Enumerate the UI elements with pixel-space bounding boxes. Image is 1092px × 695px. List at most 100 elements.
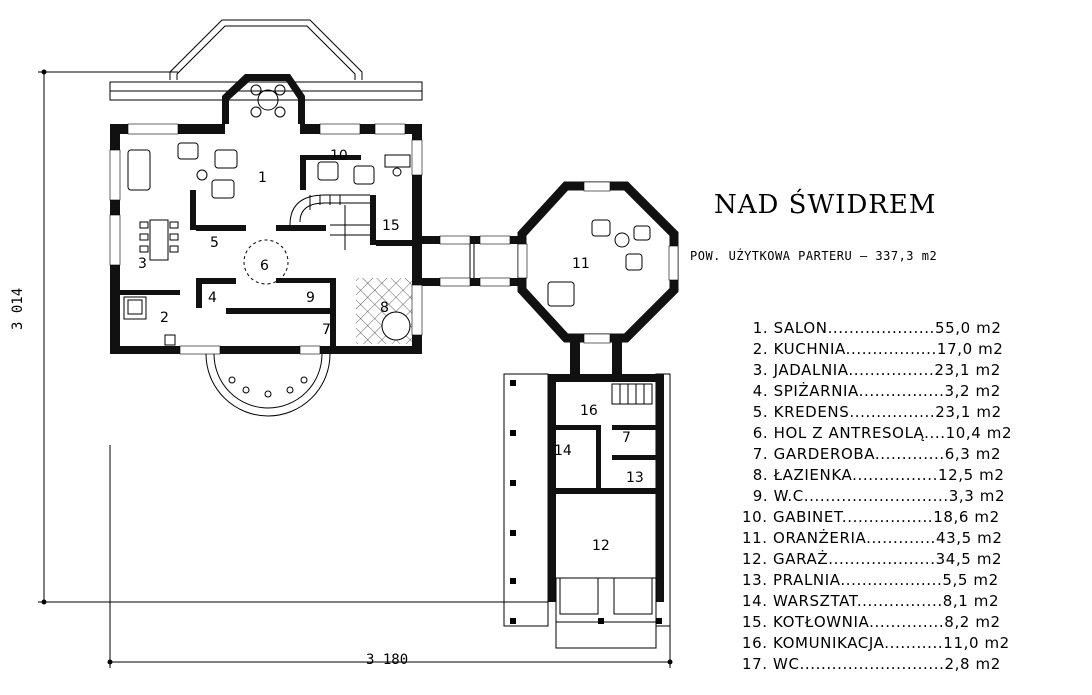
legend-number: 13.	[742, 571, 768, 589]
legend-number: 2.	[752, 340, 769, 358]
legend-number: 3.	[752, 361, 769, 379]
legend-row: 1. SALON....................55,0 m2	[742, 318, 1062, 339]
room-label-11: 11	[572, 256, 590, 272]
legend-room-name: KOTŁOWNIA	[773, 613, 870, 631]
legend-area: 8,1 m2	[942, 592, 1000, 610]
room-label-5: 5	[210, 235, 219, 251]
legend-number: 12.	[742, 550, 768, 568]
vertical-dimension: 3 014	[10, 287, 26, 330]
legend-number: 7.	[752, 445, 769, 463]
legend-row: 9. W.C...........................3,3 m2	[742, 486, 1062, 507]
legend-area: 8,2 m2	[944, 613, 1001, 631]
legend-dots: ................	[852, 466, 938, 484]
legend-area: 3,3 m2	[948, 487, 1006, 505]
legend-area: 43,5 m2	[935, 529, 1003, 547]
legend-dots: ................	[858, 382, 945, 400]
legend-room-name: KUCHNIA	[773, 340, 846, 358]
legend-number: 11.	[742, 529, 768, 547]
legend-dots: ................	[848, 361, 935, 379]
legend-dots: ...........................	[803, 487, 949, 505]
legend-row: 10. GABINET.................18,6 m2	[742, 507, 1062, 528]
legend-row: 14. WARSZTAT................8,1 m2	[742, 591, 1062, 612]
legend-room-name: JADALNIA	[773, 361, 849, 379]
bay-terrace-top	[109, 19, 423, 101]
garage-wing	[503, 373, 671, 649]
legend-row: 13. PRALNIA...................5,5 m2	[742, 570, 1062, 591]
legend-area: 18,6 m2	[933, 508, 1000, 526]
hall-circle	[243, 239, 289, 285]
legend-room-name: GABINET	[773, 508, 842, 526]
legend-dots: ...................	[840, 571, 943, 589]
legend-room-name: ŁAZIENKA	[773, 466, 853, 484]
room-label-2: 2	[160, 310, 169, 326]
legend-room-name: KREDENS	[773, 403, 850, 421]
legend-row: 5. KREDENS................23,1 m2	[742, 402, 1062, 423]
legend-dots: ....................	[827, 319, 935, 337]
legend-room-name: SPIŻARNIA	[773, 382, 859, 400]
bathroom-tile-hatch	[356, 278, 412, 344]
room-label-4: 4	[208, 290, 217, 306]
room-label-13: 13	[626, 470, 644, 486]
legend-row: 12. GARAŻ....................34,5 m2	[742, 549, 1062, 570]
legend-area: 55,0 m2	[934, 319, 1002, 337]
legend-dots: ...........................	[799, 655, 945, 673]
legend-room-name: ORANŻERIA	[773, 529, 867, 547]
legend-number: 4.	[752, 382, 769, 400]
legend-number: 8.	[752, 466, 769, 484]
legend-room-name: WARSZTAT	[773, 592, 857, 610]
legend-room-name: GARAŻ	[773, 550, 829, 568]
room-label-16: 16	[580, 403, 598, 419]
legend-dots: .................	[841, 508, 934, 526]
legend-area: 12,5 m2	[938, 466, 1005, 484]
legend-area: 10,4 m2	[945, 424, 1013, 442]
legend-room-name: KOMUNIKACJA	[773, 634, 885, 652]
legend-number: 17.	[742, 655, 768, 673]
study-furniture	[317, 154, 411, 185]
legend-dots: ..............	[869, 613, 945, 631]
legend-area: 23,1 m2	[934, 361, 1001, 379]
legend-room-name: SALON	[773, 319, 828, 337]
room-label-14: 14	[554, 443, 572, 459]
legend-number: 9.	[752, 487, 769, 505]
legend-area: 17,0 m2	[936, 340, 1004, 358]
living-room-furniture	[127, 84, 286, 199]
legend-number: 5.	[752, 403, 769, 421]
legend-area: 23,1 m2	[935, 403, 1002, 421]
legend-row: 4. SPIŻARNIA................3,2 m2	[742, 381, 1062, 402]
legend-number: 6.	[752, 424, 769, 442]
entrance-porch	[205, 353, 331, 417]
legend-dots: .................	[845, 340, 937, 358]
legend-area: 2,8 m2	[944, 655, 1001, 673]
kitchen-furniture	[123, 296, 176, 346]
legend-room-name: WC	[773, 655, 800, 673]
legend-dots: ....	[924, 424, 946, 442]
legend-room-name: GARDEROBA	[773, 445, 875, 463]
legend-room-name: PRALNIA	[773, 571, 841, 589]
legend-row: 16. KOMUNIKACJA...........11,0 m2	[742, 633, 1062, 654]
legend-row: 11. ORANŻERIA.............43,5 m2	[742, 528, 1062, 549]
room-label-1: 1	[258, 170, 267, 186]
room-label-17: 7	[622, 430, 631, 446]
legend-number: 1.	[752, 319, 769, 337]
legend-area: 11,0 m2	[943, 634, 1010, 652]
legend-dots: ...........	[884, 634, 944, 652]
room-label-10: 10	[330, 148, 348, 164]
legend-dots: ....................	[828, 550, 936, 568]
horizontal-dimension: 3 180	[366, 652, 409, 668]
room-label-7: 7	[322, 322, 331, 338]
room-label-9: 9	[306, 290, 315, 306]
legend-dots: ................	[849, 403, 936, 421]
room-number-labels: 1 2 3 4 5 6 7 8 9 10 11 12 13 14 15 16 7	[138, 148, 644, 554]
legend-dots: .............	[874, 445, 945, 463]
room-label-8: 8	[380, 300, 389, 316]
room-area-legend: 1. SALON....................55,0 m2 2. K…	[742, 318, 1062, 675]
legend-room-name: HOL Z ANTRESOLĄ	[773, 424, 925, 442]
main-house-walls	[109, 74, 423, 355]
legend-dots: ................	[856, 592, 943, 610]
legend-number: 15.	[742, 613, 768, 631]
legend-row: 15. KOTŁOWNIA..............8,2 m2	[742, 612, 1062, 633]
project-title: NAD ŚWIDREM	[714, 190, 937, 220]
legend-row: 6. HOL Z ANTRESOLĄ....10,4 m2	[742, 423, 1062, 444]
corridor	[422, 235, 522, 287]
dining-table	[139, 219, 179, 261]
